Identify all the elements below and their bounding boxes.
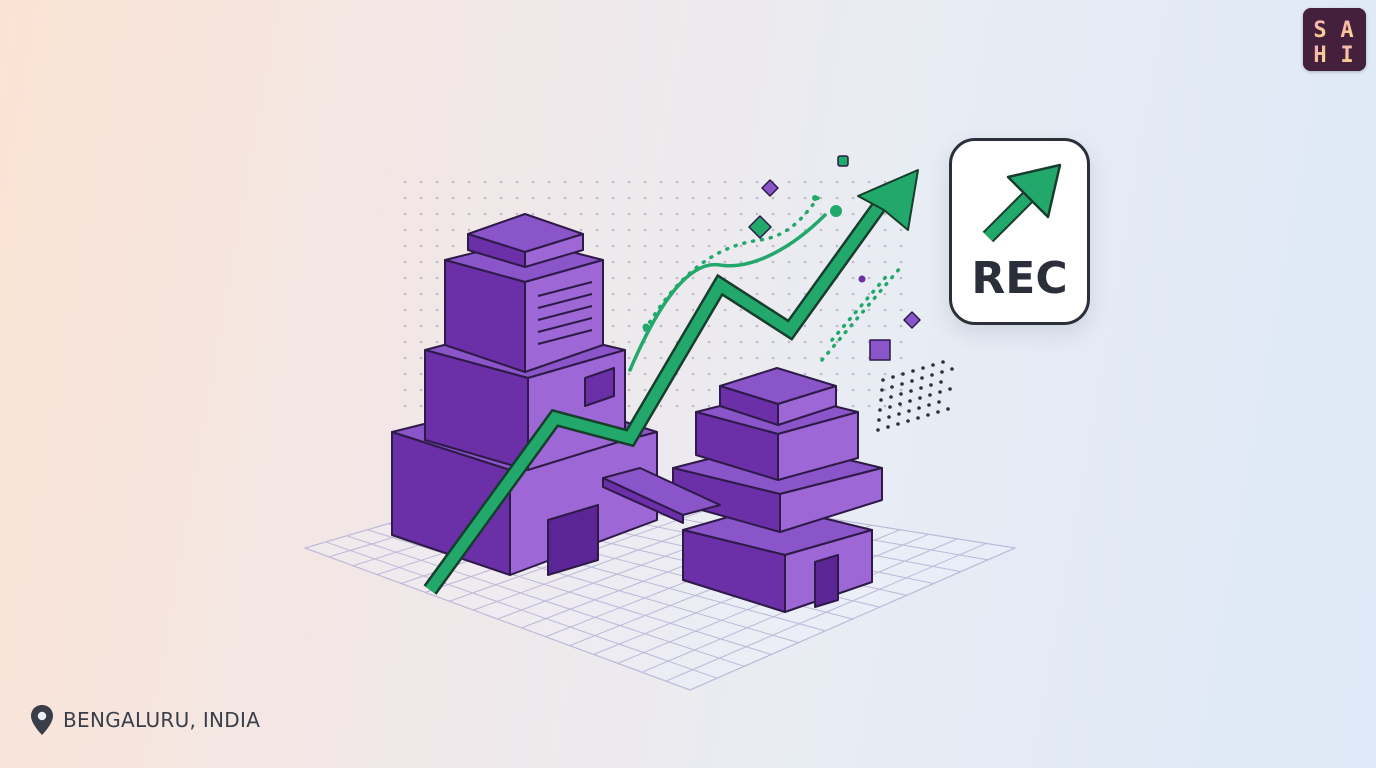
sky-bridge xyxy=(602,467,721,524)
brand-logo: S A H I xyxy=(1303,8,1366,71)
map-pin-icon xyxy=(31,705,53,735)
location-tag: BENGALURU, INDIA xyxy=(30,703,260,737)
logo-letter-3: H xyxy=(1313,43,1326,68)
floating-shapes xyxy=(748,155,921,361)
rec-label: REC xyxy=(971,253,1068,304)
trend-up-arrow-icon xyxy=(982,163,1062,243)
motion-trails xyxy=(628,195,902,372)
logo-letter-1: S xyxy=(1313,18,1326,43)
logo-letter-2: A xyxy=(1340,18,1353,43)
logo-letter-4: I xyxy=(1340,43,1353,68)
short-building xyxy=(672,367,883,613)
tall-building xyxy=(391,213,658,576)
rec-card: REC xyxy=(949,138,1090,325)
trend-arrow xyxy=(423,169,919,595)
brand-monogram-icon: S A H I xyxy=(1303,8,1366,71)
dot-cluster-decoration xyxy=(876,360,954,432)
location-text: BENGALURU, INDIA xyxy=(63,708,261,732)
